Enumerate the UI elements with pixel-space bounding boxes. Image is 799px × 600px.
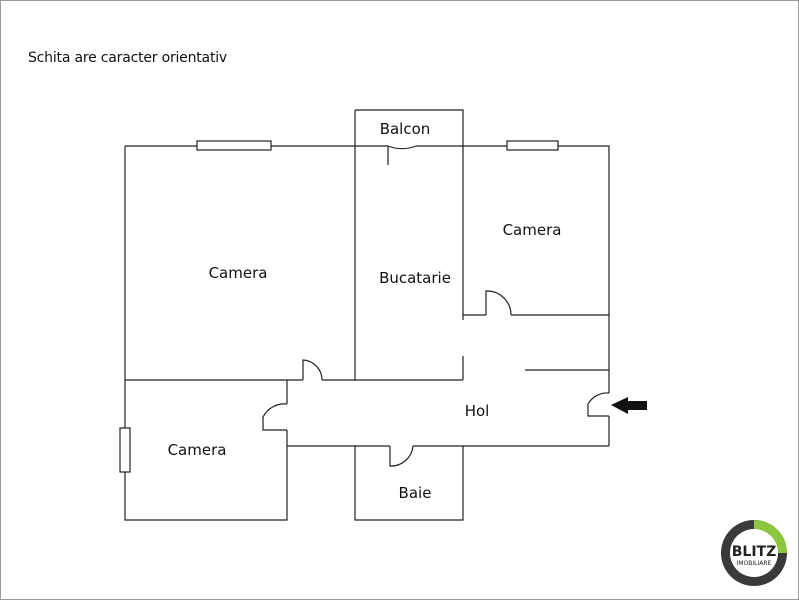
- door-camera-right: [485, 290, 512, 316]
- wall-hall-inner: [462, 356, 609, 380]
- arrow-icon: [611, 397, 647, 414]
- wall-camera-left: [124, 145, 355, 381]
- door-entrance: [587, 392, 610, 417]
- window-camera-left: [196, 140, 272, 151]
- label-baie: Baie: [399, 484, 432, 502]
- door-camera-left: [302, 359, 323, 381]
- logo-tagline: IMOBILIARE: [737, 560, 772, 567]
- label-bucatarie: Bucatarie: [379, 269, 451, 287]
- wall-bucatarie: [354, 145, 464, 380]
- blitz-logo: BLITZ IMOBILIARE: [721, 520, 787, 586]
- door-balcon: [387, 145, 417, 165]
- logo-name: BLITZ: [732, 544, 777, 560]
- wall-camera-right: [463, 145, 610, 446]
- door-baie: [389, 445, 414, 467]
- label-camera-right: Camera: [503, 221, 562, 239]
- wall-baie: [354, 446, 464, 521]
- window-camera-bottom: [119, 427, 131, 473]
- label-hol: Hol: [465, 402, 490, 420]
- door-camera-bottom: [262, 403, 288, 431]
- window-camera-right: [506, 140, 559, 151]
- wall-balcon: [354, 109, 464, 146]
- label-balcon: Balcon: [380, 120, 431, 138]
- label-camera-left: Camera: [209, 264, 268, 282]
- label-camera-bottom: Camera: [168, 441, 227, 459]
- disclaimer-note: Schita are caracter orientativ: [28, 50, 228, 66]
